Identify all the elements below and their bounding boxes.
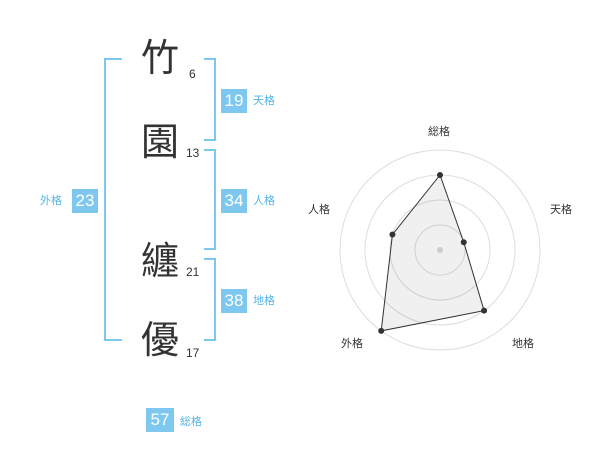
name-char-1: 竹 <box>141 36 180 80</box>
stroke-count-2: 13 <box>186 146 200 160</box>
chikaku-value: 38 <box>221 289 247 313</box>
chikaku-label: 地格 <box>253 294 275 307</box>
name-char-4: 優 <box>141 318 180 362</box>
tenkaku-value: 19 <box>221 89 247 113</box>
jinkaku-bracket <box>204 149 216 250</box>
radar-ring <box>389 199 491 301</box>
chikaku-bracket <box>204 258 216 341</box>
name-char-3: 纏 <box>141 239 180 283</box>
radar-area <box>380 173 485 332</box>
radar-point-4 <box>378 327 385 334</box>
radar-ring <box>339 149 541 351</box>
stroke-count-1: 6 <box>189 67 196 81</box>
gaikaku-value: 23 <box>72 189 98 213</box>
radar-ring <box>414 224 466 276</box>
stroke-count-4: 17 <box>186 346 200 360</box>
radar-chart <box>339 149 541 351</box>
radar-label-tenkaku: 天格 <box>550 203 572 216</box>
tenkaku-label: 天格 <box>253 94 275 107</box>
radar-label-soukaku: 総格 <box>428 125 450 138</box>
jinkaku-label: 人格 <box>253 194 275 207</box>
radar-point-2 <box>460 239 467 246</box>
radar-label-jinkaku: 人格 <box>308 203 330 216</box>
radar-label-chikaku: 地格 <box>512 337 534 350</box>
gaikaku-label: 外格 <box>40 194 62 207</box>
radar-point-3 <box>481 307 488 314</box>
radar-label-gaikaku: 外格 <box>341 337 363 350</box>
soukaku-label: 総格 <box>180 415 202 428</box>
jinkaku-value: 34 <box>221 189 247 213</box>
radar-point-5 <box>389 231 396 238</box>
gaikaku-bracket <box>104 58 122 341</box>
name-char-2: 園 <box>141 120 180 164</box>
radar-center-dot <box>437 247 443 253</box>
radar-point-1 <box>437 172 443 178</box>
stroke-count-3: 21 <box>186 265 200 279</box>
tenkaku-bracket <box>204 58 216 141</box>
soukaku-value: 57 <box>146 408 174 432</box>
